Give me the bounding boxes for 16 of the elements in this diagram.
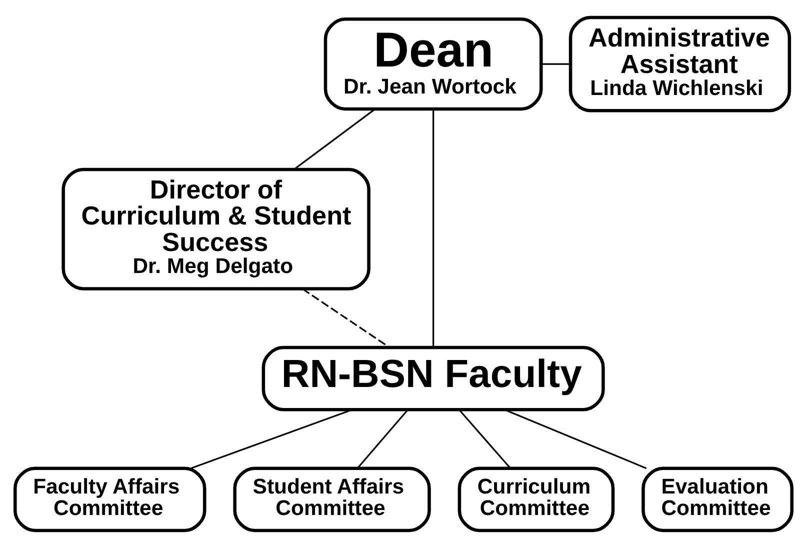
node-box: Dean Dr. Jean Wortock [324, 18, 543, 111]
node-box: Curriculum Committee [458, 466, 615, 532]
connector [302, 288, 390, 348]
connector [541, 63, 570, 65]
connector [190, 408, 352, 470]
connector [458, 409, 511, 468]
node-box: Faculty Affairs Committee [14, 466, 206, 532]
connector [357, 409, 408, 468]
connector [504, 409, 647, 470]
node-box: RN-BSN Faculty [262, 346, 605, 412]
node-box: Director of Curriculum & Student Success Dr. Meg Delgato [62, 168, 370, 290]
node-box: Administrative Assistant Linda Wichlenski [568, 16, 792, 112]
connector [432, 109, 434, 348]
node-box: Evaluation Committee [642, 466, 794, 532]
connector [294, 108, 376, 170]
node-box: Student Affairs Committee [233, 466, 431, 532]
